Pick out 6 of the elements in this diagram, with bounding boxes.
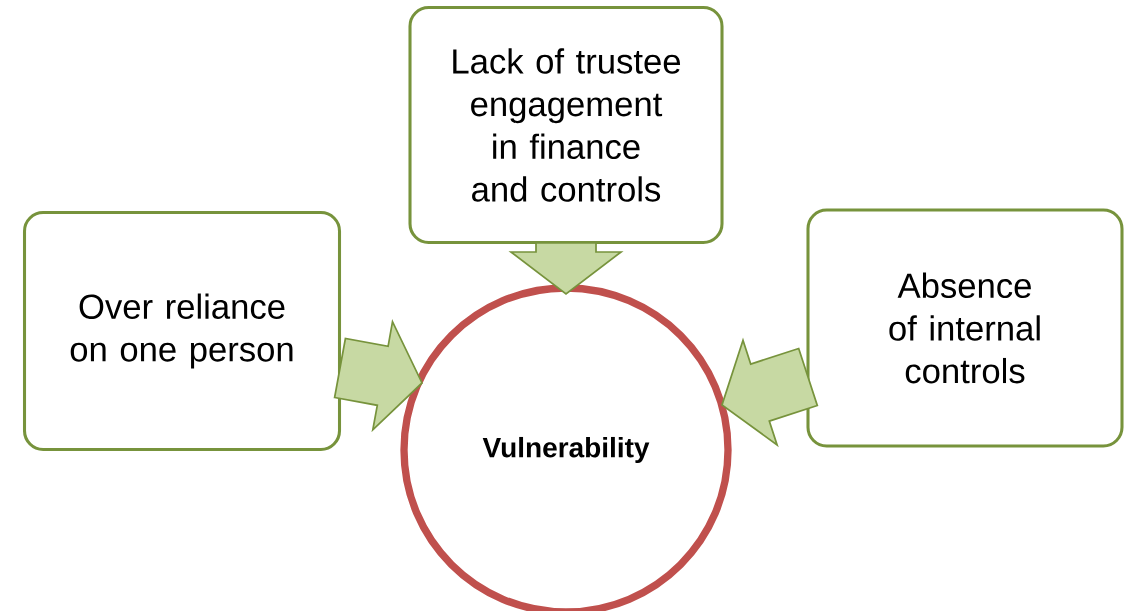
text-box: Absence of internal controls bbox=[806, 208, 1124, 448]
text-box: Lack of trustee engagement in finance and controls bbox=[408, 5, 724, 245]
block-arrow bbox=[333, 318, 424, 433]
block-arrow bbox=[721, 337, 819, 448]
text-box: Over reliance on one person bbox=[22, 210, 342, 452]
block-arrow bbox=[508, 242, 624, 296]
